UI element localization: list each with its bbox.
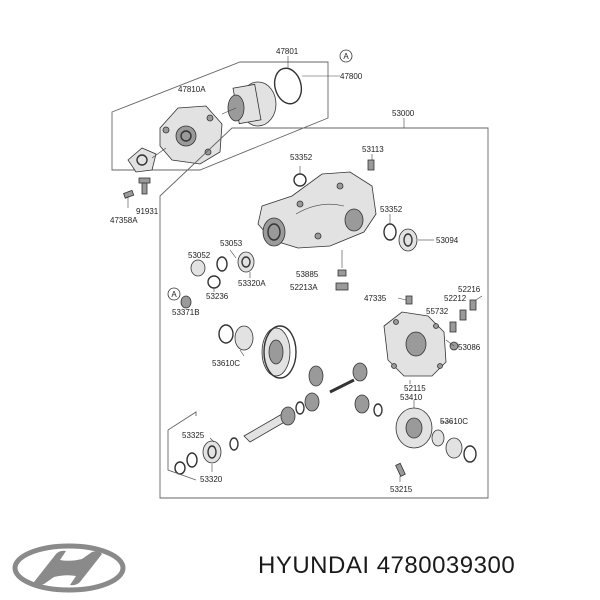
side-gear-upper — [308, 365, 324, 387]
output-yoke — [127, 147, 167, 173]
shim-53325 — [186, 452, 198, 468]
leader-lines — [209, 154, 483, 482]
bolt-52216 — [469, 299, 477, 311]
bearing-53610C-right — [445, 437, 463, 459]
stud-53113 — [367, 159, 375, 171]
ring-gear — [261, 325, 297, 379]
hyundai-logo-icon — [12, 543, 126, 593]
label-53610C-right: 53610C — [440, 417, 468, 426]
housing-cylinder-47810A — [221, 81, 277, 127]
label-47810A: 47810A — [178, 85, 206, 94]
label-53320A: 53320A — [238, 279, 266, 288]
side-gear-right — [352, 362, 368, 382]
label-53885: 53885 — [296, 270, 319, 279]
label-52216: 52216 — [458, 285, 481, 294]
label-53086: 53086 — [458, 343, 481, 352]
transfer-case-body — [159, 105, 223, 165]
seal-53094-inner — [403, 233, 413, 247]
label-91931: 91931 — [136, 207, 159, 216]
thrust-washer-right — [373, 403, 383, 417]
bearing-53320 — [202, 440, 222, 464]
seal-53094 — [398, 228, 418, 252]
seal-53352-upper — [293, 173, 307, 187]
label-53352-right: 53352 — [380, 205, 403, 214]
label-53410: 53410 — [400, 393, 423, 402]
bearing-race-53610C-left — [218, 324, 234, 344]
label-53610C-left: 53610C — [212, 359, 240, 368]
label-53371B: 53371B — [172, 308, 200, 317]
bolt-47358A — [123, 189, 135, 208]
bearing-53320A — [237, 251, 255, 273]
differential-rear-cover — [383, 311, 447, 377]
shim-53236 — [207, 275, 221, 289]
plug-52213A — [335, 282, 349, 291]
label-53000: 53000 — [392, 109, 415, 118]
label-52115: 52115 — [404, 384, 426, 393]
bearing-53320A-inner — [241, 256, 251, 268]
label-47358A: 47358A — [110, 216, 138, 225]
breather-47335 — [405, 295, 413, 305]
pinion-subgroup-frame — [167, 411, 197, 481]
main-assembly-group — [159, 118, 489, 499]
main-group-frame — [159, 127, 489, 499]
seal-53352-right — [383, 223, 397, 241]
label-52212: 52212 — [444, 294, 467, 303]
part-number: 4780039300 — [376, 552, 516, 579]
label-53320: 53320 — [200, 475, 223, 484]
bolt-91931 — [138, 177, 151, 195]
differential-case-53410 — [395, 407, 445, 449]
side-gear-lower — [354, 394, 370, 414]
reference-marker-a-mid: A — [167, 287, 181, 301]
bearing-53052 — [190, 259, 206, 277]
label-53052: 53052 — [188, 251, 211, 260]
label-55732: 55732 — [426, 307, 449, 316]
pinion-gear-lower — [304, 392, 320, 412]
top-assembly-group — [111, 56, 340, 208]
nut-53371B — [180, 295, 192, 309]
pinion-spacer — [229, 437, 239, 451]
label-53053: 53053 — [220, 239, 243, 248]
brand-part-number: HYUNDAI 4780039300 — [258, 552, 515, 580]
differential-carrier-housing — [257, 171, 377, 249]
bearing-53610C-left — [234, 325, 254, 351]
bolt-55732 — [449, 321, 457, 333]
svg-text:A: A — [171, 290, 177, 299]
bolt-52212 — [459, 309, 467, 321]
svg-text:A: A — [343, 52, 349, 61]
label-47800: 47800 — [340, 72, 363, 81]
washer-53053 — [216, 256, 228, 272]
label-53236: 53236 — [206, 292, 229, 301]
collar — [174, 461, 186, 475]
drive-pinion-shaft — [243, 406, 296, 443]
bearing-race-53610C-right — [463, 445, 477, 463]
label-52213A: 52213A — [290, 283, 318, 292]
label-53325: 53325 — [182, 431, 205, 440]
bolt-53215 — [395, 462, 406, 477]
label-47801: 47801 — [276, 47, 299, 56]
label-53094: 53094 — [436, 236, 459, 245]
top-group-frame — [111, 61, 329, 171]
label-47335: 47335 — [364, 294, 387, 303]
part-labels: 47801 47800 47810A 53000 53352 53113 919… — [110, 47, 481, 494]
plug-53885 — [337, 269, 347, 277]
reference-marker-a-top: A — [339, 49, 353, 63]
label-53113: 53113 — [362, 145, 384, 154]
label-53215: 53215 — [390, 485, 413, 494]
seal-ring-47801 — [273, 67, 303, 105]
pinion-shaft-52115 — [329, 378, 355, 394]
thrust-washer — [295, 401, 305, 415]
brand-name: HYUNDAI — [258, 552, 370, 579]
label-53352-upper: 53352 — [290, 153, 313, 162]
bearing-53320-inner — [207, 445, 217, 459]
